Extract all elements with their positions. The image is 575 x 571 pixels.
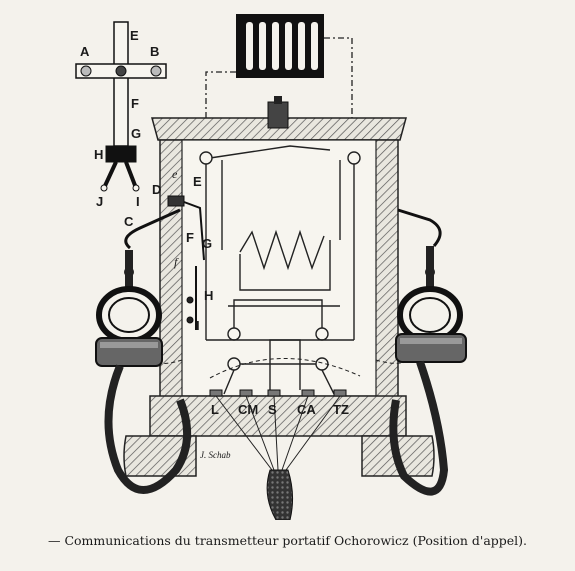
terminal-TZ: TZ: [333, 402, 349, 417]
label-I: I: [136, 194, 140, 209]
label-D: D: [152, 182, 161, 197]
label-C: C: [124, 214, 134, 229]
label-e: e: [172, 167, 178, 181]
main-cable: [266, 469, 294, 520]
transmitter-diagram: A B E F G H J I D C e E F G f H I L CM S…: [75, 14, 467, 520]
cable-bundle: [215, 395, 341, 471]
terminal-CM: CM: [238, 402, 258, 417]
label-F2: F: [186, 230, 194, 245]
switch-mechanism: [167, 195, 205, 330]
label-f: f: [174, 255, 179, 269]
label-H: H: [94, 147, 103, 162]
right-receiver: [389, 208, 467, 496]
battery-block: [236, 14, 324, 78]
left-receiver: [95, 208, 192, 494]
label-G: G: [131, 126, 141, 141]
label-E2: E: [193, 174, 202, 189]
terminal-CA: CA: [297, 402, 316, 417]
label-J: J: [96, 194, 103, 209]
lever-detail: [75, 21, 167, 192]
terminal-L: L: [211, 402, 219, 417]
terminal-S: S: [268, 402, 277, 417]
label-I2: I: [196, 318, 200, 333]
engraver-signature: J. Schab: [200, 450, 231, 460]
label-B: B: [150, 44, 159, 59]
figure-caption: — Communications du transmetteur portati…: [47, 533, 528, 548]
label-F: F: [131, 96, 139, 111]
label-E: E: [130, 28, 139, 43]
label-H2: H: [204, 288, 213, 303]
transmitter-box: [123, 96, 435, 477]
label-A: A: [80, 44, 90, 59]
label-G2: G: [202, 236, 212, 251]
